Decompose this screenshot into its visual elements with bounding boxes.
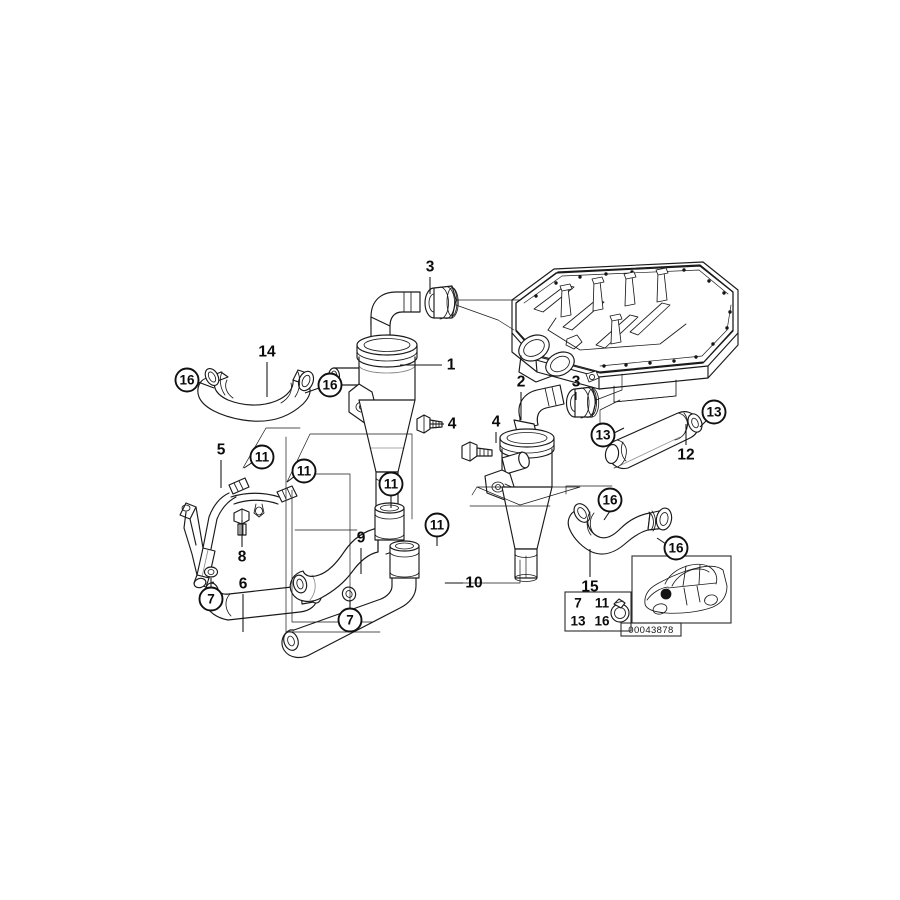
- clamp-16-d: [651, 510, 656, 532]
- callout-number-5: 5: [217, 442, 226, 459]
- hose-lower-right: [567, 503, 673, 555]
- grommet-lower: [565, 386, 600, 419]
- bolt-small: [233, 508, 250, 536]
- callout-leader-line: [603, 510, 611, 521]
- engine-bay-marker-dot: [660, 588, 672, 600]
- callout-7-b7b: 7: [337, 600, 363, 633]
- clamp-13-a: [620, 441, 627, 462]
- callout-4-c4a: 4: [430, 416, 457, 433]
- callout-number-8: 8: [238, 549, 247, 566]
- callout-number-12: 12: [677, 447, 694, 464]
- callout-number-15: 15: [581, 579, 599, 596]
- grommet-upper: [424, 285, 459, 320]
- callout-number-11: 11: [297, 464, 312, 479]
- callout-2-c2: 2: [517, 374, 526, 420]
- callout-9-c9: 9: [357, 530, 366, 574]
- intake-manifold: [511, 261, 739, 403]
- callout-16-b16d: 16: [656, 535, 689, 561]
- legend-number-16: 16: [594, 614, 610, 629]
- callout-number-16: 16: [322, 378, 338, 393]
- callout-6-c6: 6: [239, 576, 248, 632]
- clamp-7-b: [341, 586, 357, 602]
- callout-13-b13a: 13: [590, 422, 625, 448]
- callout-number-11: 11: [255, 450, 270, 465]
- callout-number-9: 9: [357, 530, 366, 547]
- callout-balloon: [291, 458, 317, 484]
- callout-16-b16a: 16: [174, 367, 215, 393]
- callout-number-1: 1: [447, 357, 456, 374]
- part-number-caption: 00043878: [628, 625, 673, 636]
- callout-number-14: 14: [258, 344, 276, 361]
- callout-11-b11a: 11: [243, 444, 275, 470]
- callout-10-c10: 10: [445, 575, 483, 592]
- callout-3-c3b: 3: [572, 374, 581, 400]
- callout-number-16: 16: [602, 493, 618, 508]
- callout-8-c8: 8: [238, 520, 247, 566]
- hose-return: [289, 502, 405, 603]
- callout-1-c1: 1: [400, 357, 456, 374]
- clamp-reference-legend: 7 11 13 16: [564, 591, 632, 632]
- legend-number-7: 7: [574, 596, 582, 611]
- callout-leader-line: [656, 537, 667, 545]
- clamp-16-b: [294, 371, 301, 398]
- callout-number-16: 16: [668, 541, 684, 556]
- callout-number-13: 13: [595, 428, 611, 443]
- clamp-16-a: [219, 371, 226, 396]
- callout-11-b11b: 11: [286, 458, 317, 484]
- callout-4-c4b: 4: [492, 414, 501, 443]
- callout-number-3: 3: [572, 374, 581, 391]
- callout-balloon: [590, 422, 616, 448]
- legend-number-11: 11: [595, 596, 610, 611]
- legend-number-13: 13: [570, 614, 586, 629]
- callout-balloon: [174, 367, 200, 393]
- callout-number-11: 11: [430, 518, 445, 533]
- callout-balloon: [424, 512, 450, 538]
- callout-leader-line: [304, 387, 320, 394]
- callout-balloon: [701, 399, 727, 425]
- callout-14-c14: 14: [258, 344, 276, 397]
- callout-11-b11c: 11: [378, 471, 404, 508]
- vent-pipe-left: [179, 477, 298, 589]
- callout-12-c12: 12: [677, 424, 695, 464]
- callout-leader-line: [197, 381, 215, 389]
- callout-number-7: 7: [207, 592, 215, 607]
- callout-balloon: [378, 471, 404, 497]
- callout-16-b16c: 16: [597, 487, 623, 521]
- callout-number-7: 7: [346, 613, 354, 628]
- callout-balloon: [597, 487, 623, 513]
- callout-5-c5: 5: [217, 442, 226, 488]
- manifold-rim-bolts-right: [602, 310, 732, 368]
- callout-number-2: 2: [517, 374, 526, 391]
- callout-number-4: 4: [492, 414, 501, 431]
- callout-balloon: [317, 372, 343, 398]
- callout-number-11: 11: [384, 477, 399, 492]
- callout-number-13: 13: [706, 405, 722, 420]
- callout-number-4: 4: [448, 416, 457, 433]
- bolt-lower: [461, 441, 493, 462]
- callout-balloon: [337, 607, 363, 633]
- callout-number-16: 16: [179, 373, 195, 388]
- clamp-7-a: [203, 566, 219, 578]
- callout-balloon: [663, 535, 689, 561]
- callout-balloon: [249, 444, 275, 470]
- hose-right: [604, 411, 703, 470]
- callout-7-b7a: 7: [198, 578, 224, 612]
- callout-number-3: 3: [426, 259, 435, 276]
- callout-13-b13b: 13: [699, 399, 727, 428]
- callout-3-c3a: 3: [426, 259, 435, 294]
- callout-11-b11d: 11: [424, 512, 450, 546]
- callout-15-c15: 15: [581, 549, 599, 596]
- callout-number-10: 10: [465, 575, 482, 592]
- clamp-16-c: [586, 511, 592, 536]
- callout-balloon: [198, 586, 224, 612]
- callout-number-6: 6: [239, 576, 248, 593]
- callout-leader-line: [613, 427, 625, 434]
- hose-upper-left: [197, 367, 315, 422]
- callout-16-b16b: 16: [304, 372, 343, 398]
- hose-return-right: [281, 540, 420, 659]
- hose-clamp-icon: [610, 598, 630, 623]
